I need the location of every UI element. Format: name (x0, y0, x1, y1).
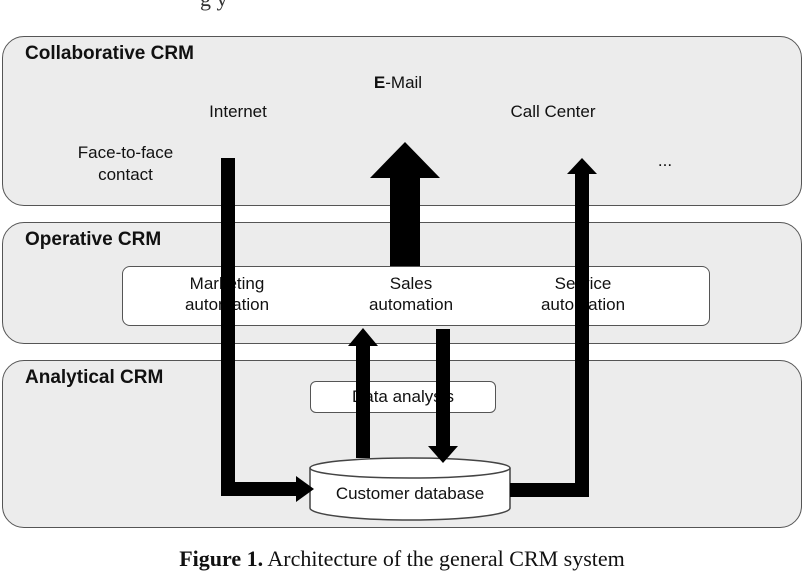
email-label-bold: E (373, 73, 386, 92)
email-label-rest: -Mail (385, 73, 423, 92)
database-to-sales-arrow (348, 328, 378, 458)
sales-automation: Sales automation (351, 273, 471, 315)
sales-to-email-arrow (370, 142, 440, 266)
figure-caption: Figure 1. Architecture of the general CR… (0, 546, 804, 572)
face-to-face-label: Face-to-face contact (58, 142, 193, 186)
collaborative-crm-title: Collaborative CRM (25, 43, 194, 64)
sales-automation-line1: Sales (389, 274, 433, 293)
analytical-crm-title: Analytical CRM (25, 367, 164, 388)
more-channels-label: ... (657, 151, 673, 170)
email-label: E-Mail (368, 72, 428, 94)
internet-label: Internet (209, 102, 267, 121)
face-to-face-line2: contact (98, 165, 153, 184)
data-analysis-box: Data analysis (310, 381, 496, 413)
customer-database-label: Customer database (335, 484, 485, 503)
customer-database-cylinder (309, 457, 511, 521)
figure-caption-text: Architecture of the general CRM system (263, 546, 625, 571)
figure-caption-prefix: Figure 1. (179, 546, 264, 571)
automation-box: Marketing automation Sales automation Se… (122, 266, 710, 326)
call-center-label: Call Center (510, 102, 596, 121)
face-to-face-line1: Face-to-face (77, 143, 174, 162)
sales-automation-line2: automation (368, 295, 454, 314)
data-analysis-label: Data analysis (351, 387, 455, 406)
internet-to-database-arrow (221, 158, 314, 502)
database-to-call-center-arrow (510, 158, 597, 497)
cropped-header-text: g y (200, 0, 228, 12)
sales-to-database-arrow (428, 329, 458, 463)
operative-crm-title: Operative CRM (25, 229, 162, 250)
